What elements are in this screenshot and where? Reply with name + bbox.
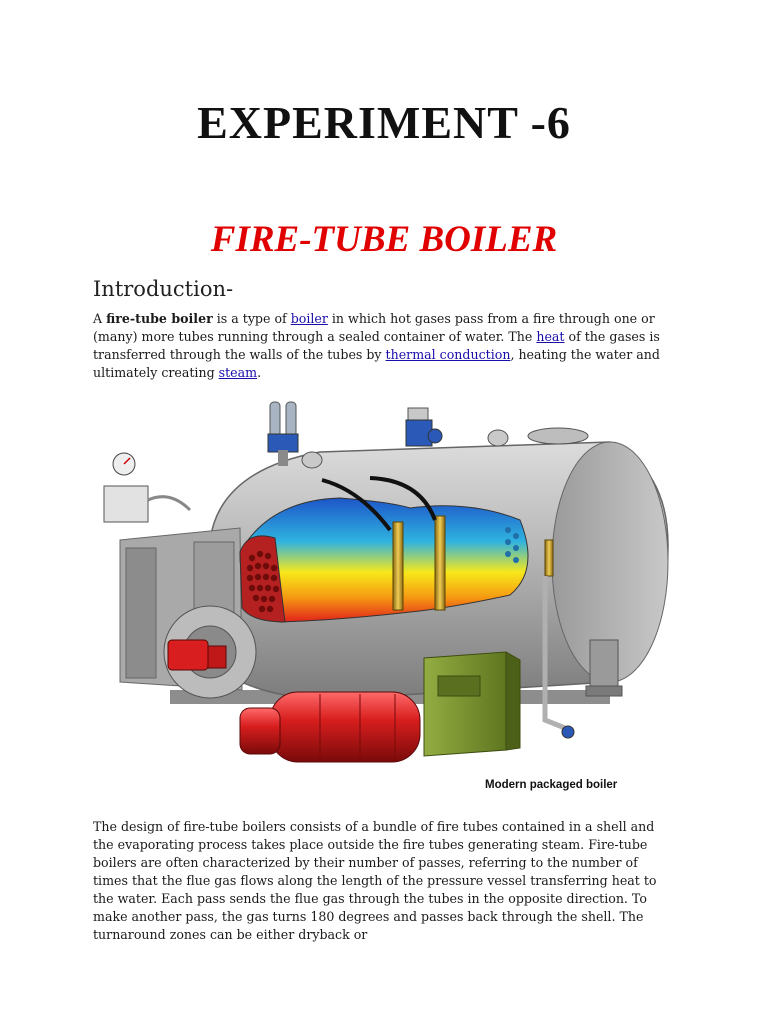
link-thermal-conduction[interactable]: thermal conduction bbox=[385, 347, 511, 362]
cable bbox=[369, 476, 437, 521]
safety-valve bbox=[285, 401, 297, 439]
intro-paragraph: A fire-tube boiler is a type of boiler i… bbox=[93, 310, 671, 382]
manway-flange bbox=[527, 427, 589, 445]
lifting-eye bbox=[301, 451, 323, 469]
page-title: EXPERIMENT -6 bbox=[197, 97, 571, 148]
text-run: , heating the water and ultimately creat… bbox=[93, 347, 660, 380]
burner-motor bbox=[239, 707, 281, 755]
page-subtitle: FIRE-TUBE BOILER bbox=[210, 219, 558, 260]
text-run: A bbox=[93, 311, 107, 326]
door-panel bbox=[125, 547, 157, 679]
valve-flange bbox=[427, 428, 443, 444]
lifting-eye bbox=[487, 429, 509, 447]
text-run: in which hot gases pass from a fire thro… bbox=[93, 311, 655, 344]
burner-cylinder bbox=[269, 691, 421, 763]
control-panel-vent bbox=[437, 675, 481, 697]
water-gauge-glass bbox=[392, 521, 404, 611]
safety-valve bbox=[269, 401, 281, 439]
section-heading: Introduction- bbox=[93, 277, 234, 301]
link-steam[interactable]: steam bbox=[218, 365, 258, 380]
main-steam-valve-wheel bbox=[407, 407, 429, 421]
body-paragraph: The design of fire-tube boilers consists… bbox=[93, 819, 657, 942]
feed-valve bbox=[561, 725, 575, 739]
boiler-illustration: Modern packaged boiler bbox=[103, 401, 669, 791]
link-boiler[interactable]: boiler bbox=[290, 311, 328, 326]
text-run: . bbox=[257, 365, 262, 380]
tube-holes bbox=[246, 550, 280, 613]
rear-tube-bundle bbox=[505, 527, 519, 563]
control-panel bbox=[423, 651, 507, 757]
bold-term: fire-tube boiler bbox=[106, 311, 213, 326]
figure-caption: Modern packaged boiler bbox=[485, 779, 618, 791]
cutaway-fire-tubes bbox=[239, 497, 529, 623]
feed-pump bbox=[589, 639, 619, 693]
link-heat[interactable]: heat bbox=[536, 329, 565, 344]
water-gauge-glass bbox=[434, 515, 446, 611]
pressure-switches bbox=[103, 485, 149, 523]
level-switch bbox=[544, 539, 554, 577]
text-run: of the gases is transferred through the … bbox=[93, 329, 660, 362]
burner-head bbox=[167, 639, 209, 671]
text-run: is a type of bbox=[212, 311, 291, 326]
safety-valve-body bbox=[267, 433, 299, 453]
cable bbox=[321, 478, 392, 532]
valve-stem bbox=[278, 450, 288, 466]
feed-pipe bbox=[542, 576, 571, 733]
main-steam-valve bbox=[405, 419, 433, 447]
